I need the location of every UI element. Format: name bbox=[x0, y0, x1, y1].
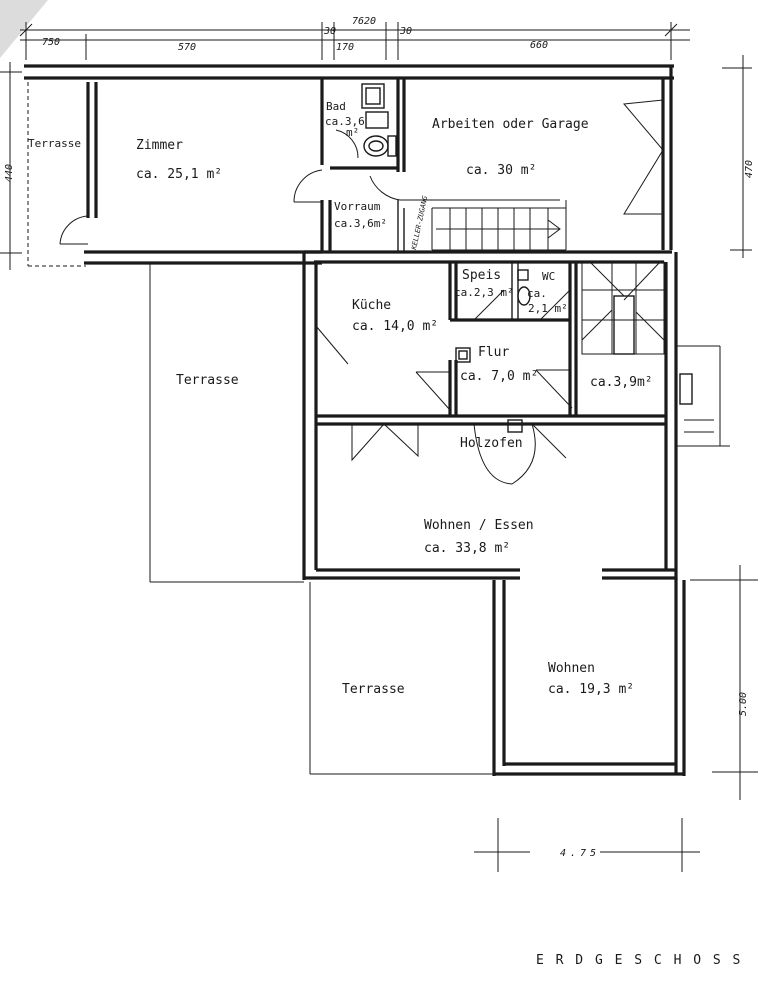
bottom-dimension-line bbox=[474, 818, 700, 872]
dim-total-top: 7620 bbox=[352, 16, 376, 27]
dim-left-height: 440 bbox=[4, 164, 15, 182]
label-wc-name: WC bbox=[542, 270, 555, 283]
dim-right-height: 470 bbox=[744, 160, 755, 178]
label-garage-name: Arbeiten oder Garage bbox=[432, 117, 589, 132]
label-terrasse-south: Terrasse bbox=[342, 682, 405, 697]
label-speis-area: ca.2,3 m² bbox=[454, 286, 514, 299]
scan-corner bbox=[0, 0, 48, 58]
label-speis-name: Speis bbox=[462, 268, 501, 283]
dim-seg-1: 750 bbox=[42, 37, 60, 48]
label-bad-area: ca.3,6 bbox=[325, 115, 365, 128]
label-holzofen: Holzofen bbox=[460, 436, 523, 451]
label-garage-area: ca. 30 m² bbox=[466, 163, 536, 178]
label-kueche-name: Küche bbox=[352, 298, 391, 313]
label-zimmer-name: Zimmer bbox=[136, 138, 183, 153]
dim-bottom: 4.75 bbox=[560, 848, 600, 859]
dim-seg-4: 170 bbox=[336, 42, 354, 53]
right-lower-dimension-line bbox=[690, 565, 758, 800]
label-flur-name: Flur bbox=[478, 345, 509, 360]
dim-right-lower: 5.00 bbox=[738, 692, 749, 716]
label-wohnen-essen-area: ca. 33,8 m² bbox=[424, 541, 510, 556]
dim-seg-2: 570 bbox=[178, 42, 196, 53]
label-stair-area: ca.3,9m² bbox=[590, 375, 653, 390]
label-vorraum-area: ca.3,6m² bbox=[334, 217, 387, 230]
main-block-walls bbox=[302, 250, 730, 776]
label-keller: KELLER-ZUGANG bbox=[410, 194, 430, 251]
label-vorraum-name: Vorraum bbox=[334, 200, 381, 213]
left-dimension-line bbox=[0, 62, 22, 270]
label-wc-area-1: ca. bbox=[527, 287, 547, 300]
label-terrasse-west: Terrasse bbox=[28, 137, 81, 150]
label-floor-name: E R D G E S C H O S S bbox=[536, 953, 742, 968]
label-zimmer-area: ca. 25,1 m² bbox=[136, 167, 222, 182]
label-bad-unit: m² bbox=[346, 126, 359, 139]
label-wohnen-name: Wohnen bbox=[548, 661, 595, 676]
label-wohnen-essen-name: Wohnen / Essen bbox=[424, 518, 534, 533]
label-terrasse-mid: Terrasse bbox=[176, 373, 239, 388]
dim-seg-5: 30 bbox=[399, 26, 412, 37]
upper-block-walls bbox=[24, 64, 674, 267]
top-dimension-lines bbox=[19, 22, 690, 60]
right-dimension-line bbox=[722, 55, 752, 258]
dim-seg-6: 660 bbox=[530, 40, 548, 51]
label-wohnen-area: ca. 19,3 m² bbox=[548, 682, 634, 697]
label-wc-area-2: 2,1 m² bbox=[528, 302, 568, 315]
label-kueche-area: ca. 14,0 m² bbox=[352, 319, 438, 334]
terrace-outlines bbox=[149, 262, 494, 775]
label-bad-name: Bad bbox=[326, 100, 346, 113]
label-flur-area: ca. 7,0 m² bbox=[460, 369, 538, 384]
dim-seg-3: 30 bbox=[323, 26, 336, 37]
